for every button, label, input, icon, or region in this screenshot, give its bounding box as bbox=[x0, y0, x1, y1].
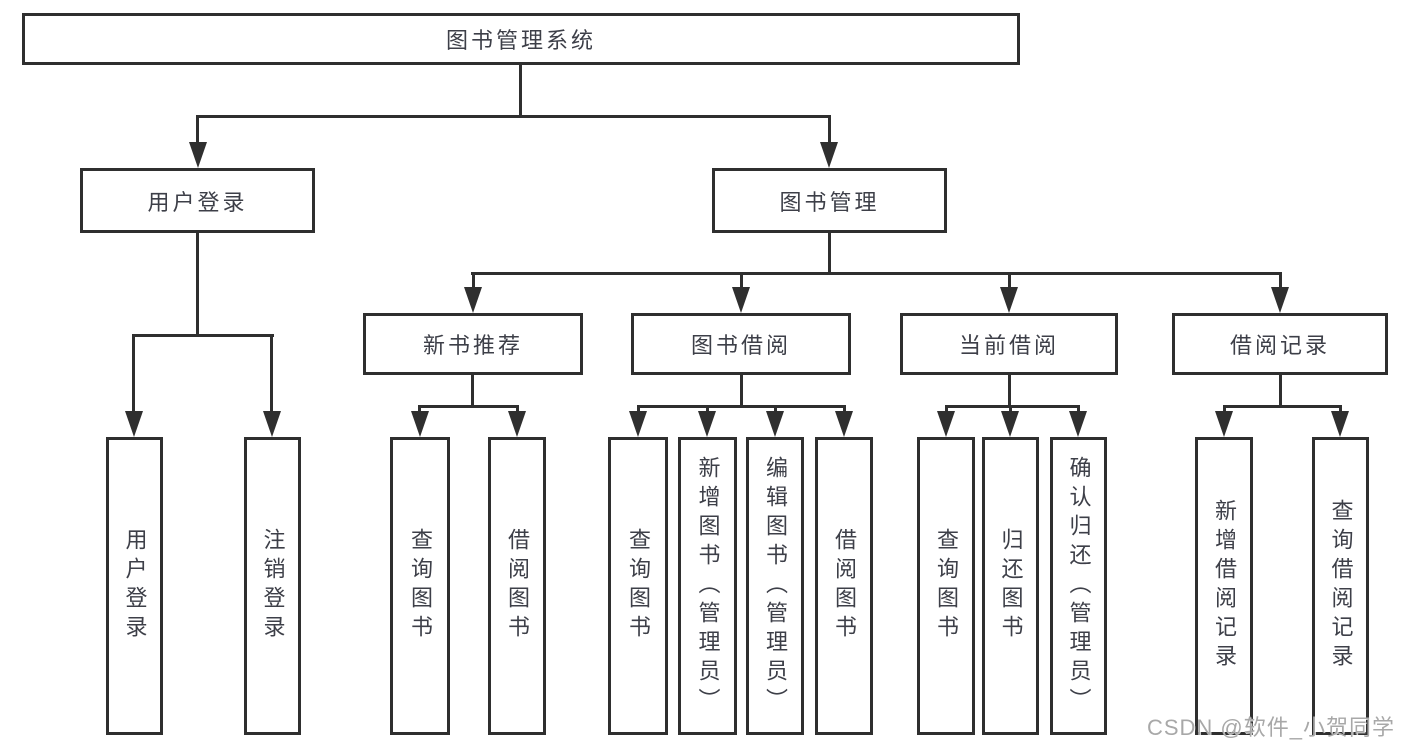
leaf-user-login-label: 用户登录 bbox=[122, 528, 148, 644]
edge-root-stub bbox=[519, 65, 522, 118]
arrowhead-to-query-borrow-record bbox=[1331, 411, 1349, 437]
edge-book-borrow-stub bbox=[740, 375, 743, 408]
leaf-add-book-admin-label: 新增图书（管理员） bbox=[695, 455, 721, 717]
arrowhead-to-book-management bbox=[820, 142, 838, 168]
leaf-edit-book-admin: 编辑图书（管理员） bbox=[746, 437, 804, 735]
csdn-watermark: CSDN @软件_小贺同学 bbox=[1146, 715, 1395, 740]
edge-drop-borrow-books-2 bbox=[843, 405, 846, 415]
edge-new-book-stub bbox=[471, 375, 474, 408]
edge-book-borrow-rail bbox=[637, 405, 846, 408]
leaf-confirm-return-admin-label: 确认归还（管理员） bbox=[1066, 455, 1092, 717]
leaf-query-books-2-label: 查询图书 bbox=[626, 528, 651, 644]
arrowhead-to-add-borrow-record bbox=[1215, 411, 1233, 437]
arrowhead-to-borrow-books-1 bbox=[508, 411, 526, 437]
edge-drop-return-book bbox=[1009, 405, 1012, 415]
edge-drop-new-book bbox=[472, 272, 475, 289]
leaf-borrow-books-1: 借阅图书 bbox=[488, 437, 546, 735]
edge-drop-borrow-books-1 bbox=[516, 405, 519, 415]
edge-drop-borrow-records bbox=[1279, 272, 1282, 289]
edge-drop-current-borrow bbox=[1008, 272, 1011, 289]
edge-drop-add-borrow-record bbox=[1223, 405, 1226, 415]
leaf-edit-book-admin-label: 编辑图书（管理员） bbox=[763, 455, 788, 717]
leaf-borrow-books-1-label: 借阅图书 bbox=[505, 528, 530, 644]
edge-drop-user-login bbox=[196, 115, 199, 145]
edge-user-login-stub bbox=[196, 233, 199, 336]
edge-drop-leaf-logout bbox=[270, 334, 273, 414]
node-borrow-records: 借阅记录 bbox=[1172, 313, 1388, 375]
edge-drop-query-books-3 bbox=[945, 405, 948, 415]
leaf-borrow-books-2: 借阅图书 bbox=[815, 437, 873, 735]
arrowhead-to-query-books-3 bbox=[937, 411, 955, 437]
leaf-return-book-label: 归还图书 bbox=[998, 528, 1024, 644]
leaf-query-books-3-label: 查询图书 bbox=[934, 528, 959, 644]
leaf-query-books-1: 查询图书 bbox=[390, 437, 450, 735]
leaf-query-borrow-record-label: 查询借阅记录 bbox=[1328, 499, 1354, 673]
edge-drop-book-management bbox=[828, 115, 831, 145]
node-book-management: 图书管理 bbox=[712, 168, 947, 233]
leaf-logout-label: 注销登录 bbox=[260, 528, 286, 644]
edge-drop-query-borrow-record bbox=[1339, 405, 1342, 415]
arrowhead-to-leaf-user-login bbox=[125, 411, 143, 437]
edge-drop-leaf-user-login bbox=[132, 334, 135, 414]
edge-drop-add-book bbox=[706, 405, 709, 415]
arrowhead-to-query-books-1 bbox=[411, 411, 429, 437]
leaf-add-borrow-record-label: 新增借阅记录 bbox=[1212, 499, 1237, 673]
arrowhead-to-borrow-books-2 bbox=[835, 411, 853, 437]
leaf-query-books-1-label: 查询图书 bbox=[408, 528, 433, 644]
edge-current-borrow-stub bbox=[1008, 375, 1011, 408]
edge-drop-query-books-2 bbox=[637, 405, 640, 415]
edge-borrow-records-rail bbox=[1223, 405, 1342, 408]
arrowhead-to-new-book bbox=[464, 287, 482, 313]
leaf-add-book-admin: 新增图书（管理员） bbox=[678, 437, 737, 735]
leaf-query-books-3: 查询图书 bbox=[917, 437, 975, 735]
leaf-add-borrow-record: 新增借阅记录 bbox=[1195, 437, 1253, 735]
edge-new-book-rail bbox=[418, 405, 519, 408]
arrowhead-to-add-book bbox=[698, 411, 716, 437]
arrowhead-to-return-book bbox=[1001, 411, 1019, 437]
edge-drop-book-borrow bbox=[740, 272, 743, 289]
edge-drop-query-books-1 bbox=[418, 405, 421, 415]
arrowhead-to-query-books-2 bbox=[629, 411, 647, 437]
edge-borrow-records-stub bbox=[1279, 375, 1282, 408]
node-user-login: 用户登录 bbox=[80, 168, 315, 233]
node-book-borrow: 图书借阅 bbox=[631, 313, 851, 375]
node-library-management-system: 图书管理系统 bbox=[22, 13, 1020, 65]
edge-book-management-stub bbox=[828, 233, 831, 274]
arrowhead-to-borrow-records bbox=[1271, 287, 1289, 313]
edge-drop-confirm-return bbox=[1077, 405, 1080, 415]
arrowhead-to-edit-book bbox=[766, 411, 784, 437]
leaf-user-login: 用户登录 bbox=[106, 437, 163, 735]
arrowhead-to-confirm-return bbox=[1069, 411, 1087, 437]
leaf-logout: 注销登录 bbox=[244, 437, 301, 735]
edge-user-login-rail bbox=[132, 334, 274, 337]
leaf-confirm-return-admin: 确认归还（管理员） bbox=[1050, 437, 1107, 735]
leaf-borrow-books-2-label: 借阅图书 bbox=[832, 528, 857, 644]
arrowhead-to-user-login bbox=[189, 142, 207, 168]
arrowhead-to-current-borrow bbox=[1000, 287, 1018, 313]
node-current-borrow: 当前借阅 bbox=[900, 313, 1118, 375]
edge-root-rail bbox=[196, 115, 831, 118]
edge-book-management-rail bbox=[471, 272, 1282, 275]
arrowhead-to-leaf-logout bbox=[263, 411, 281, 437]
edge-drop-edit-book bbox=[774, 405, 777, 415]
leaf-query-borrow-record: 查询借阅记录 bbox=[1312, 437, 1369, 735]
node-new-book-recommend: 新书推荐 bbox=[363, 313, 583, 375]
edge-current-borrow-rail bbox=[945, 405, 1079, 408]
arrowhead-to-book-borrow bbox=[732, 287, 750, 313]
leaf-query-books-2: 查询图书 bbox=[608, 437, 668, 735]
leaf-return-book: 归还图书 bbox=[982, 437, 1039, 735]
